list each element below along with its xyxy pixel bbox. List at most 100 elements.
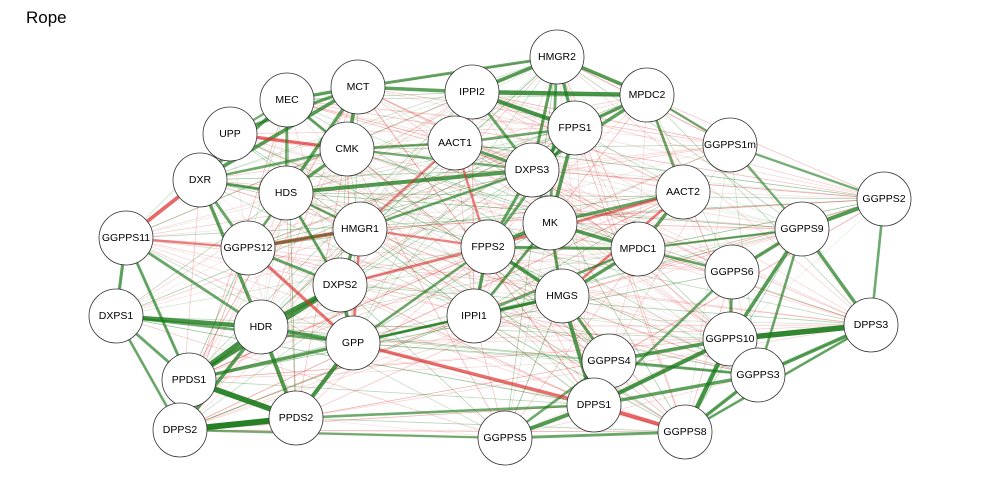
node-circle — [704, 244, 760, 300]
weak-edge — [286, 99, 456, 144]
node-label: PPDS1 — [172, 374, 207, 386]
node-label: GGPPS11 — [102, 232, 150, 244]
edge-dpps2-ggpps5 — [178, 428, 507, 440]
node-mct: MCT — [330, 59, 386, 115]
node-gpp: GPP — [325, 315, 381, 371]
weak-edge — [471, 91, 803, 230]
node-circle — [446, 288, 502, 344]
weak-edge — [286, 99, 341, 286]
node-circle — [319, 121, 375, 177]
node-ggpps9: GGPPS9 — [774, 201, 830, 257]
weak-edge — [556, 56, 639, 250]
node-circle — [566, 377, 622, 433]
node-label: DPPS2 — [163, 424, 198, 436]
weak-edge — [504, 222, 551, 439]
node-label: GGPPS1m — [704, 139, 756, 151]
node-mk: MK — [522, 195, 578, 251]
weak-edge — [454, 142, 684, 193]
weak-edge — [346, 94, 648, 150]
node-label: DXPS3 — [515, 164, 550, 176]
node-dpps2: DPPS2 — [152, 402, 208, 458]
edge-dpps1-ppds2 — [294, 403, 596, 420]
node-hdr: HDR — [233, 299, 289, 355]
weak-edge — [286, 99, 533, 171]
weak-edge — [199, 56, 558, 181]
node-circle — [522, 195, 578, 251]
weak-edge — [471, 91, 731, 146]
node-circle — [98, 210, 154, 266]
node-circle — [325, 315, 381, 371]
weak-edge — [247, 191, 684, 249]
node-circle — [856, 171, 912, 227]
node-ippi1: IPPI1 — [446, 288, 502, 344]
node-hds: HDS — [258, 165, 314, 221]
node-fpps2: FPPS2 — [460, 219, 516, 275]
weak-edge — [352, 142, 456, 344]
weak-edge — [339, 284, 595, 406]
weak-edge — [352, 338, 731, 344]
edge-hds-dxps3 — [284, 168, 534, 195]
node-dxps1: DXPS1 — [88, 288, 144, 344]
weak-edge — [295, 417, 506, 439]
node-label: IPPI2 — [459, 86, 485, 98]
weak-edge — [115, 144, 731, 317]
edge-ippi2-mpdc2 — [469, 89, 650, 98]
weak-edge — [352, 342, 610, 362]
weak-edge — [346, 148, 506, 439]
node-upp: UPP — [202, 106, 258, 162]
weak-edge — [188, 360, 610, 381]
weak-edge — [487, 246, 686, 433]
edge-ggpps8-ggpps5 — [503, 430, 687, 440]
weak-edge — [285, 192, 297, 419]
node-circle — [312, 257, 368, 313]
node-hmgr2: HMGR2 — [529, 29, 585, 85]
node-label: GGPPS4 — [587, 355, 630, 367]
node-label: FPPS2 — [471, 241, 504, 253]
edge-fpps2-gpp — [351, 245, 490, 345]
weak-edge — [346, 148, 686, 433]
weak-edge — [729, 198, 885, 340]
weak-edge — [260, 228, 803, 328]
weak-edge — [339, 284, 731, 340]
node-dpps1: DPPS1 — [566, 377, 622, 433]
node-label: HMGR1 — [341, 223, 379, 235]
node-label: HMGS — [546, 290, 578, 302]
node-ggpps12: GGPPS12 — [220, 220, 276, 276]
node-hmgs: HMGS — [534, 268, 590, 324]
weak-edge — [346, 148, 595, 406]
node-label: HDR — [250, 321, 273, 333]
weak-edge — [286, 99, 576, 129]
weak-edge — [115, 142, 456, 317]
weak-edge — [125, 144, 731, 239]
weak-edge — [247, 169, 533, 249]
node-label: MPDC1 — [620, 243, 657, 255]
node-label: HDS — [275, 187, 297, 199]
node-ggpps2: GGPPS2 — [856, 171, 912, 227]
edge-dpps1-gpp — [351, 341, 596, 407]
weak-edge — [179, 191, 684, 431]
weak-edge — [504, 374, 759, 439]
node-label: GGPPS10 — [705, 333, 754, 345]
node-circle — [702, 117, 758, 173]
weak-edge — [199, 179, 475, 317]
weak-edge — [646, 94, 872, 326]
weak-edge — [454, 142, 731, 340]
weak-edge — [285, 192, 475, 317]
node-dxps3: DXPS3 — [504, 142, 560, 198]
weak-edge — [682, 191, 885, 200]
node-circle — [529, 29, 585, 85]
node-dpps3: DPPS3 — [843, 297, 899, 353]
node-label: AACT1 — [438, 137, 472, 149]
node-circle — [655, 164, 711, 220]
weak-edge — [125, 127, 576, 239]
node-label: FPPS1 — [558, 122, 591, 134]
weak-edge — [295, 360, 610, 419]
node-circle — [460, 219, 516, 275]
node-ggpps5: GGPPS5 — [477, 410, 533, 466]
node-circle — [619, 67, 675, 123]
node-hmgr1: HMGR1 — [332, 201, 388, 257]
weak-edge — [561, 228, 803, 297]
weak-edge — [473, 191, 684, 317]
weak-edge — [473, 315, 686, 433]
node-aact1: AACT1 — [427, 115, 483, 171]
